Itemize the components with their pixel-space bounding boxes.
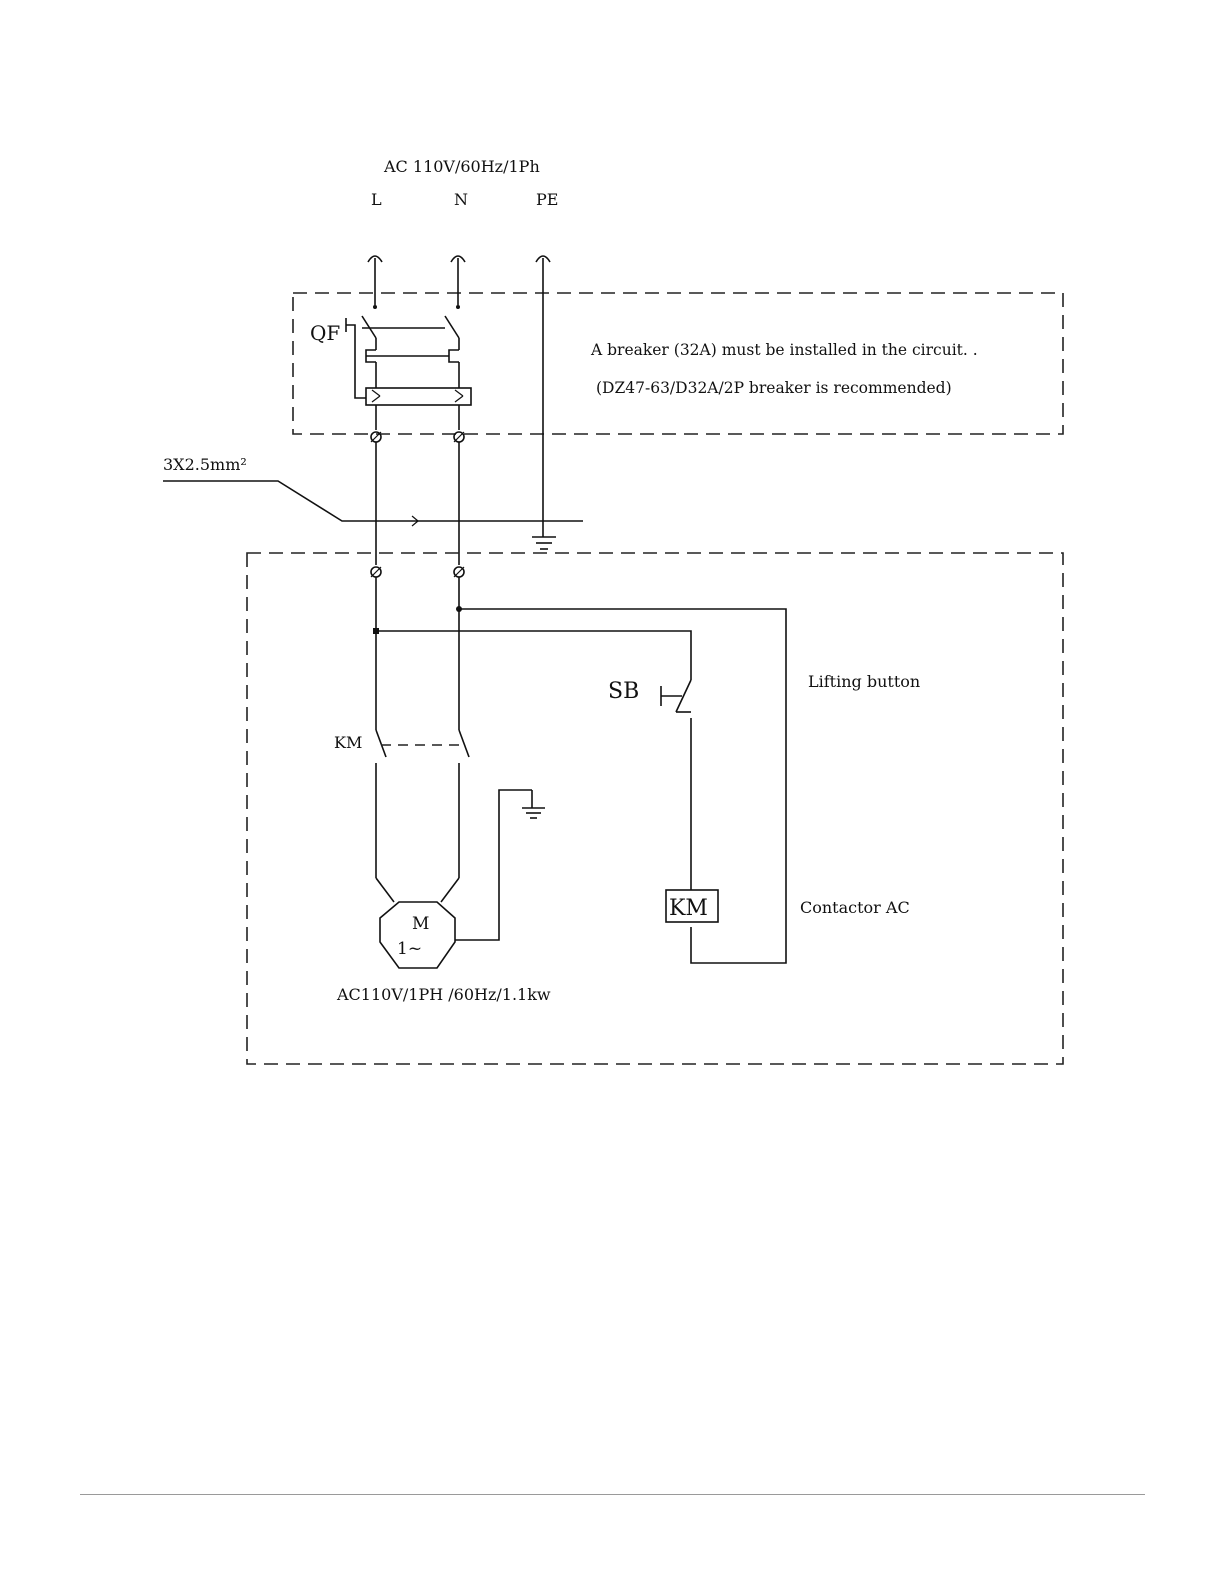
motor-phase-label: 1~ — [397, 939, 422, 959]
contactor-main-contacts — [376, 730, 469, 878]
earth-ground-icon — [532, 537, 556, 549]
button-tag: SB — [608, 679, 639, 704]
coil-label: Contactor AC — [800, 898, 910, 917]
power-conductors — [373, 577, 462, 730]
motor-rating: AC110V/1PH /60Hz/1.1kw — [336, 985, 551, 1004]
breaker-tag: QF — [310, 321, 340, 345]
breaker-enclosure — [293, 293, 1063, 434]
page-footer-rule — [80, 1494, 1145, 1495]
lifting-push-button — [661, 680, 691, 712]
motor-ground-icon — [522, 790, 545, 818]
cable-label: 3X2.5mm² — [163, 455, 247, 474]
button-label: Lifting button — [808, 672, 920, 691]
breaker-note-line1: A breaker (32A) must be installed in the… — [590, 341, 978, 359]
breaker-note-line2: (DZ47-63/D32A/2P breaker is recommended) — [596, 379, 952, 397]
line-terminal-label: L — [371, 190, 382, 209]
breaker-qf-symbol — [346, 278, 471, 430]
coil-tag: KM — [669, 896, 708, 921]
lower-terminals — [371, 567, 464, 577]
supply-connectors — [368, 256, 550, 278]
neutral-terminal-label: N — [454, 190, 468, 209]
control-wiring — [376, 609, 786, 963]
supply-label: AC 110V/60Hz/1Ph — [383, 157, 540, 176]
contact-tag: KM — [334, 733, 362, 752]
motor-symbol-label: M — [412, 914, 429, 934]
earth-terminal-label: PE — [536, 190, 558, 209]
